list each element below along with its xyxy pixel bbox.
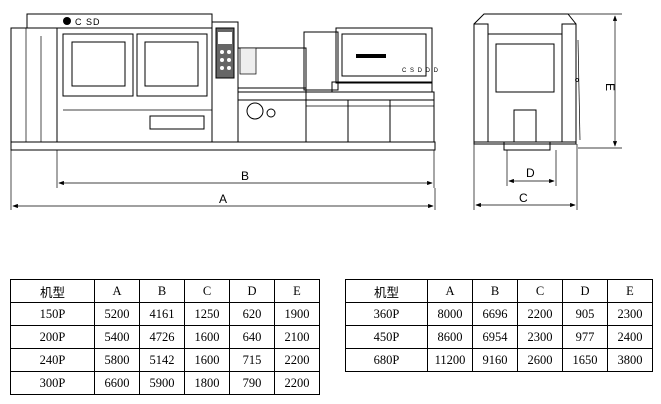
spec-table-left: 机型 A B C D E 150P 5200 4161 1250 620 190… bbox=[10, 279, 320, 395]
dimension-c-label: C bbox=[519, 191, 528, 205]
value-cell: 4726 bbox=[139, 325, 185, 349]
dimension-e-label: E bbox=[603, 83, 617, 91]
model-cell: 240P bbox=[10, 348, 95, 372]
header-cell: E bbox=[607, 279, 653, 303]
dimension-b: B bbox=[56, 150, 435, 188]
model-cell: 680P bbox=[345, 348, 428, 372]
table-header-row: 机型 A B C D E bbox=[10, 279, 320, 303]
value-cell: 1900 bbox=[274, 302, 320, 326]
value-cell: 8600 bbox=[427, 325, 473, 349]
dimension-c: C bbox=[473, 144, 578, 210]
dimension-d-label: D bbox=[526, 166, 535, 180]
header-cell: 机型 bbox=[345, 279, 428, 303]
value-cell: 2400 bbox=[607, 325, 653, 349]
value-cell: 715 bbox=[229, 348, 275, 372]
machine-outline-drawing: C SD C S D D D bbox=[10, 13, 622, 210]
value-cell: 6600 bbox=[94, 371, 140, 395]
value-cell: 1800 bbox=[184, 371, 230, 395]
value-cell: 5800 bbox=[94, 348, 140, 372]
header-cell: A bbox=[427, 279, 473, 303]
value-cell: 2200 bbox=[517, 302, 563, 326]
model-cell: 300P bbox=[10, 371, 95, 395]
header-cell: E bbox=[274, 279, 320, 303]
header-cell: B bbox=[139, 279, 185, 303]
value-cell: 5142 bbox=[139, 348, 185, 372]
header-cell: 机型 bbox=[10, 279, 95, 303]
table-row: 360P 8000 6696 2200 905 2300 bbox=[345, 302, 653, 326]
rear-panel-label: C S D D D bbox=[402, 68, 439, 74]
header-cell: D bbox=[562, 279, 608, 303]
table-row: 150P 5200 4161 1250 620 1900 bbox=[10, 302, 320, 326]
value-cell: 4161 bbox=[139, 302, 185, 326]
header-cell: A bbox=[94, 279, 140, 303]
spec-table-right: 机型 A B C D E 360P 8000 6696 2200 905 230… bbox=[345, 279, 653, 372]
value-cell: 1600 bbox=[184, 348, 230, 372]
brand-label: C SD bbox=[75, 17, 101, 27]
value-cell: 6696 bbox=[472, 302, 518, 326]
dimension-a-label: A bbox=[219, 192, 227, 206]
value-cell: 620 bbox=[229, 302, 275, 326]
value-cell: 2300 bbox=[517, 325, 563, 349]
value-cell: 5200 bbox=[94, 302, 140, 326]
value-cell: 2300 bbox=[607, 302, 653, 326]
value-cell: 3800 bbox=[607, 348, 653, 372]
table-row: 200P 5400 4726 1600 640 2100 bbox=[10, 325, 320, 349]
value-cell: 2200 bbox=[274, 348, 320, 372]
value-cell: 905 bbox=[562, 302, 608, 326]
value-cell: 5900 bbox=[139, 371, 185, 395]
value-cell: 1250 bbox=[184, 302, 230, 326]
table-header-row: 机型 A B C D E bbox=[345, 279, 653, 303]
front-view: C SD C S D D D bbox=[10, 13, 439, 151]
header-cell: D bbox=[229, 279, 275, 303]
table-row: 680P 11200 9160 2600 1650 3800 bbox=[345, 348, 653, 372]
model-cell: 360P bbox=[345, 302, 428, 326]
table-row: 240P 5800 5142 1600 715 2200 bbox=[10, 348, 320, 372]
model-cell: 450P bbox=[345, 325, 428, 349]
header-cell: C bbox=[184, 279, 230, 303]
value-cell: 9160 bbox=[472, 348, 518, 372]
value-cell: 6954 bbox=[472, 325, 518, 349]
value-cell: 790 bbox=[229, 371, 275, 395]
dimension-a: A bbox=[10, 150, 436, 210]
dimension-b-label: B bbox=[241, 169, 249, 183]
table-row: 300P 6600 5900 1800 790 2200 bbox=[10, 371, 320, 395]
dimension-e: E bbox=[568, 13, 622, 149]
value-cell: 2600 bbox=[517, 348, 563, 372]
model-cell: 200P bbox=[10, 325, 95, 349]
side-view bbox=[473, 13, 581, 151]
value-cell: 977 bbox=[562, 325, 608, 349]
header-cell: B bbox=[472, 279, 518, 303]
value-cell: 1650 bbox=[562, 348, 608, 372]
value-cell: 2100 bbox=[274, 325, 320, 349]
value-cell: 1600 bbox=[184, 325, 230, 349]
value-cell: 2200 bbox=[274, 371, 320, 395]
header-cell: C bbox=[517, 279, 563, 303]
value-cell: 640 bbox=[229, 325, 275, 349]
value-cell: 5400 bbox=[94, 325, 140, 349]
dimension-d: D bbox=[506, 150, 557, 186]
table-row: 450P 8600 6954 2300 977 2400 bbox=[345, 325, 653, 349]
model-cell: 150P bbox=[10, 302, 95, 326]
value-cell: 11200 bbox=[427, 348, 473, 372]
value-cell: 8000 bbox=[427, 302, 473, 326]
